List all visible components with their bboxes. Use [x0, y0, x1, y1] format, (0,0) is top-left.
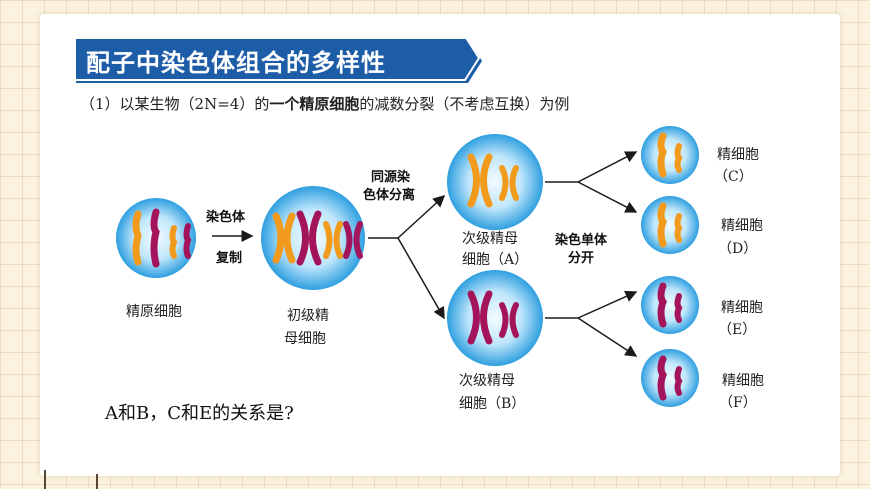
cell-sperm-c — [641, 126, 699, 184]
chromosomes-spermatogonium — [132, 208, 192, 268]
cell-sperm-f — [641, 349, 699, 407]
chromosomes-sperm-d — [657, 202, 683, 248]
chromosomes-sperm-e — [657, 282, 683, 328]
label-primary-line2: 母细胞 — [284, 331, 326, 347]
subtitle-prefix: （1）以某生物（2N=4）的 — [80, 95, 270, 113]
chromosomes-sperm-c — [657, 132, 683, 178]
arrow-split-a — [545, 151, 638, 213]
label-sperm-d-line1: 精细胞 — [721, 218, 763, 234]
label-homolog-line1: 同源染 — [371, 170, 411, 185]
cell-sperm-e — [641, 276, 699, 334]
arrow-homolog-split — [368, 194, 446, 320]
subtitle-suffix: 的减数分裂（不考虑互换）为例 — [359, 95, 570, 113]
subtitle: （1）以某生物（2N=4）的一个精原细胞的减数分裂（不考虑互换）为例 — [80, 93, 569, 114]
label-secondary-a-line2: 细胞（A） — [462, 252, 529, 268]
label-secondary-b-line1: 次级精母 — [459, 373, 515, 389]
chromosomes-secondary-b — [467, 290, 519, 345]
label-primary-line1: 初级精 — [287, 308, 329, 324]
chromosomes-secondary-a — [467, 153, 519, 208]
label-secondary-b-line2: 细胞（B） — [459, 396, 526, 412]
label-secondary-a-line1: 次级精母 — [462, 231, 518, 247]
label-sperm-c-line1: 精细胞 — [717, 147, 759, 163]
label-sperm-e-line2: （E） — [718, 322, 757, 338]
label-sperm-e-line1: 精细胞 — [721, 300, 763, 316]
label-chromatid-line1: 染色单体 — [555, 233, 608, 248]
cell-sperm-d — [641, 196, 699, 254]
label-homolog-line2: 色体分离 — [363, 188, 416, 203]
label-sperm-c-line2: （C） — [714, 169, 753, 185]
label-replication-top: 染色体 — [206, 210, 246, 225]
subtitle-emphasis: 一个精原细胞 — [269, 95, 360, 113]
label-chromatid-line2: 分开 — [568, 251, 595, 266]
cell-secondary-b — [447, 270, 543, 366]
question-text: A和B，C和E的关系是? — [105, 403, 294, 424]
label-spermatogonium: 精原细胞 — [126, 304, 182, 320]
arrow-split-b — [545, 290, 638, 357]
label-sperm-f-line1: 精细胞 — [722, 373, 764, 389]
chromosomes-sperm-f — [657, 355, 683, 401]
cell-secondary-a — [447, 134, 543, 230]
label-sperm-f-line2: （F） — [719, 395, 757, 411]
page-title: 配子中染色体组合的多样性 — [86, 49, 386, 77]
label-sperm-d-line2: （D） — [718, 241, 758, 257]
decoration-stems — [44, 470, 98, 489]
chromosomes-primary — [272, 210, 363, 266]
title-banner-shape — [76, 39, 482, 83]
label-replication-bottom: 复制 — [216, 251, 243, 266]
